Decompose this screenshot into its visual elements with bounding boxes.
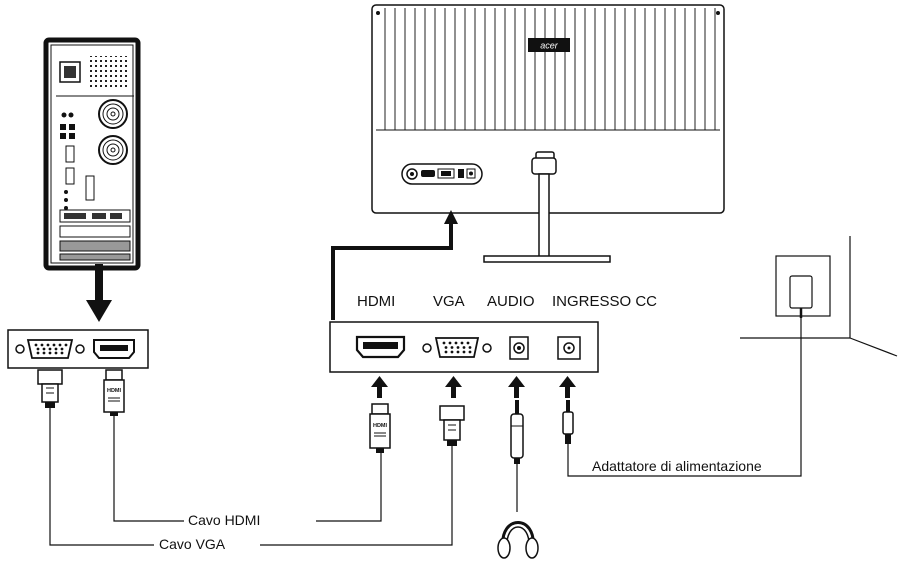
arrow-up-icon (371, 376, 388, 398)
hdmi-plug-label: HDMI (373, 423, 388, 429)
vga-plug-icon (439, 405, 465, 446)
acer-logo: acer (528, 38, 570, 52)
fan-icon (98, 135, 128, 165)
vent-grille (88, 56, 128, 90)
vga-port-icon (422, 337, 492, 358)
monitor-stand (483, 151, 611, 263)
arrow-down-icon (86, 264, 112, 322)
hdmi-cable-label: Cavo HDMI (186, 512, 263, 528)
power-socket-icon (59, 61, 81, 83)
vga-port-label: VGA (433, 293, 465, 310)
audio-port-label: AUDIO (487, 293, 535, 310)
pc-tower (43, 37, 141, 271)
hdmi-port-icon (93, 339, 135, 359)
cables (49, 408, 802, 546)
power-adapter-label: Adattatore di alimentazione (590, 458, 764, 474)
vga-cable-label: Cavo VGA (157, 536, 228, 552)
headphones-icon (497, 521, 539, 559)
hdmi-port-label: HDMI (357, 293, 396, 310)
arrow-up-icon (445, 376, 462, 398)
monitor: acer (371, 4, 725, 263)
dc-plug-icon (562, 400, 574, 444)
io-ports (60, 112, 95, 210)
hdmi-port-icon (355, 335, 406, 359)
arrow-up-icon (331, 210, 458, 320)
graphics-card-panel (7, 329, 149, 369)
vga-plug-icon (37, 369, 63, 408)
vga-port-icon (15, 339, 85, 359)
graphics-card (59, 209, 131, 223)
audio-port-icon (509, 336, 529, 360)
dc-in-port-icon (557, 336, 581, 360)
dc-in-port-label: INGRESSO CC (552, 293, 658, 310)
hdmi-plug-icon: HDMI (103, 369, 125, 416)
hdmi-plug-icon: HDMI (369, 403, 391, 453)
wall-outlet (740, 236, 898, 470)
fan-icon (98, 99, 128, 129)
arrow-up-icon (559, 376, 576, 398)
svg-text:acer: acer (540, 41, 559, 51)
hdmi-plug-label: HDMI (107, 388, 122, 394)
monitor-port-cluster (401, 163, 483, 185)
audio-plug-icon (510, 400, 524, 464)
monitor-port-panel (329, 321, 599, 373)
arrow-up-icon (508, 376, 525, 398)
